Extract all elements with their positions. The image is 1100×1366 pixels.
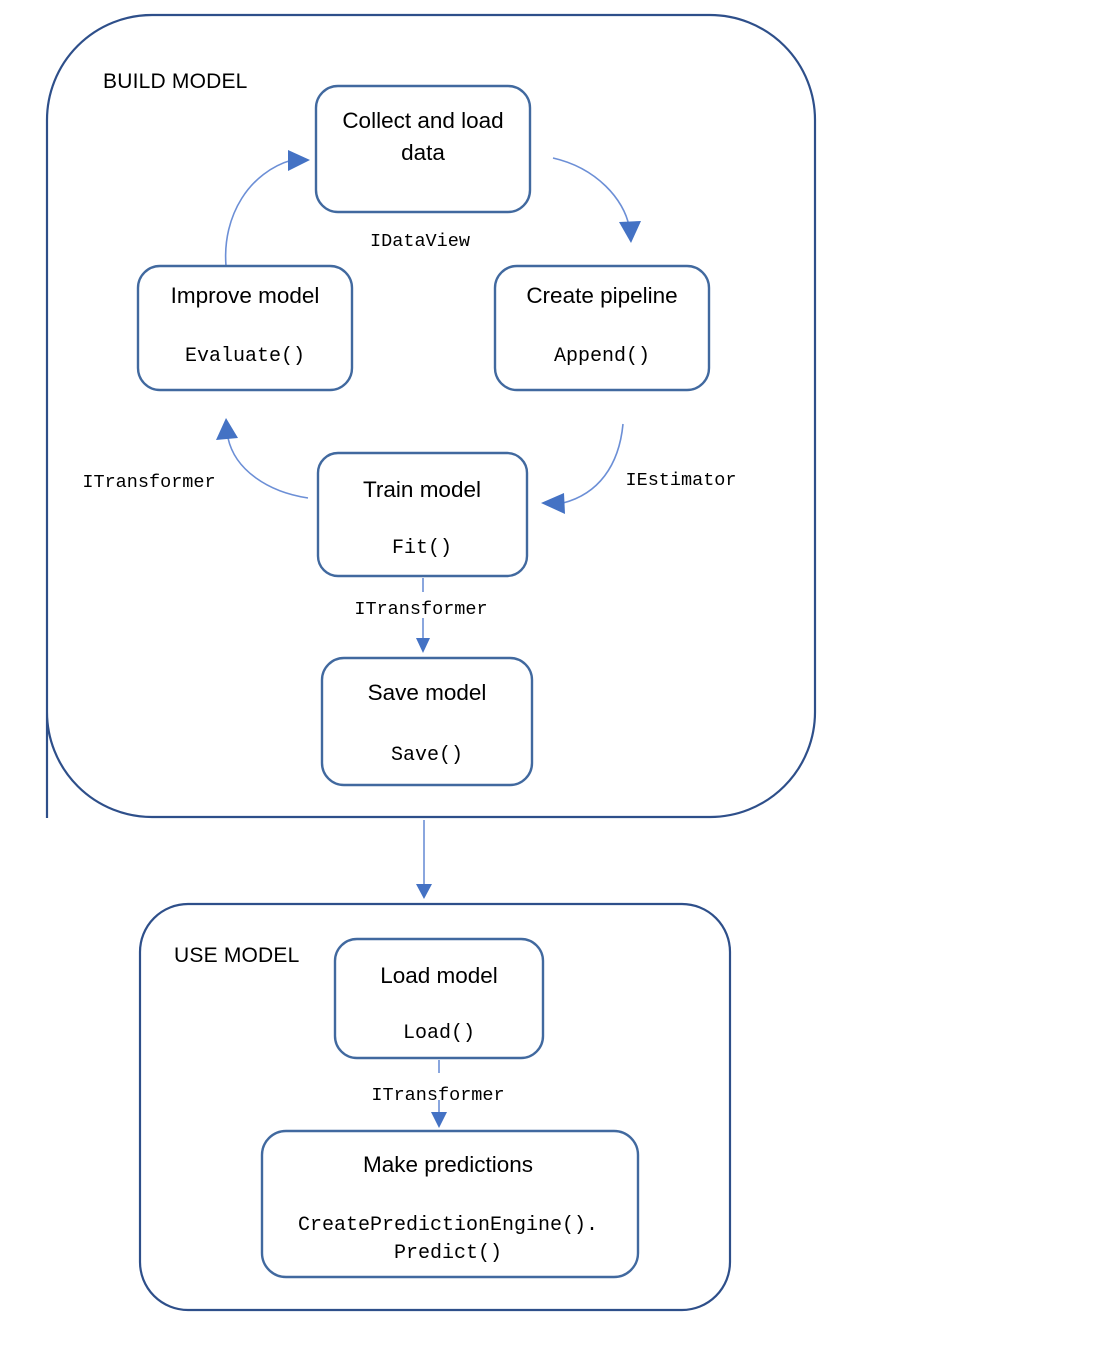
collect-title-line2: data xyxy=(401,140,445,165)
node-save-model[interactable]: Save model Save() xyxy=(320,656,534,787)
group-use-model: USE MODEL xyxy=(138,902,732,1312)
node-make-predictions[interactable]: Make predictions CreatePredictionEngine(… xyxy=(260,1129,640,1279)
arrow-improve-to-collect xyxy=(224,150,310,267)
arrow-pipeline-to-train xyxy=(541,423,624,514)
node-collect-and-load-data[interactable]: Collect and load data xyxy=(314,84,532,214)
arrow-pipeline-to-train-path xyxy=(562,423,624,504)
node-create-pipeline[interactable]: Create pipeline Append() xyxy=(493,264,711,392)
save-title: Save model xyxy=(368,680,487,705)
label-itransformer-save: ITransformer xyxy=(354,599,487,620)
arrow-collect-to-pipeline-head xyxy=(619,221,641,243)
load-title: Load model xyxy=(380,963,498,988)
node-improve-model[interactable]: Improve model Evaluate() xyxy=(136,264,354,392)
use-model-label: USE MODEL xyxy=(174,944,300,967)
arrow-collect-to-pipeline-path xyxy=(552,157,630,227)
label-itransformer-up: ITransformer xyxy=(82,472,215,493)
node-load-model[interactable]: Load model Load() xyxy=(333,937,545,1060)
improve-api: Evaluate() xyxy=(185,345,305,368)
load-api: Load() xyxy=(403,1022,475,1045)
arrow-load-to-predict xyxy=(431,1060,447,1128)
label-iestimator: IEstimator xyxy=(625,470,736,491)
train-box[interactable] xyxy=(316,451,529,578)
build-model-container-outline xyxy=(45,13,817,819)
train-title: Train model xyxy=(363,477,481,502)
predict-api-line1: CreatePredictionEngine(). xyxy=(298,1214,598,1237)
pipeline-api: Append() xyxy=(554,345,650,368)
group-build-model: BUILD MODEL xyxy=(45,13,817,819)
predict-api-line2: Predict() xyxy=(394,1242,502,1265)
node-train-model[interactable]: Train model Fit() xyxy=(316,451,529,578)
arrow-improve-to-collect-head xyxy=(288,150,310,171)
label-itransformer-predict: ITransformer xyxy=(371,1085,504,1106)
arrow-train-to-improve xyxy=(216,418,309,499)
arrow-train-to-save xyxy=(416,578,430,653)
predict-title: Make predictions xyxy=(363,1152,533,1177)
arrow-train-to-improve-path xyxy=(227,437,309,499)
pipeline-box[interactable] xyxy=(493,264,711,392)
build-model-label: BUILD MODEL xyxy=(103,70,248,93)
arrow-train-to-improve-head xyxy=(216,418,238,440)
collect-title-line1: Collect and load xyxy=(342,108,503,133)
arrow-pipeline-to-train-head xyxy=(541,493,565,514)
pipeline-title: Create pipeline xyxy=(526,283,677,308)
save-api: Save() xyxy=(391,744,463,767)
arrow-build-to-use xyxy=(416,820,432,899)
train-api: Fit() xyxy=(392,537,452,560)
improve-box[interactable] xyxy=(136,264,354,392)
use-model-container-outline xyxy=(138,902,732,1312)
improve-title: Improve model xyxy=(171,283,320,308)
arrow-load-to-predict-head xyxy=(431,1112,447,1128)
save-box[interactable] xyxy=(320,656,534,787)
collect-box[interactable] xyxy=(314,84,532,214)
arrow-improve-to-collect-path xyxy=(224,159,293,267)
label-idataview: IDataView xyxy=(370,231,470,252)
arrow-collect-to-pipeline xyxy=(552,157,641,243)
arrow-train-to-save-head xyxy=(416,638,430,653)
arrow-build-to-use-head xyxy=(416,884,432,899)
predict-box[interactable] xyxy=(260,1129,640,1279)
load-box[interactable] xyxy=(333,937,545,1060)
